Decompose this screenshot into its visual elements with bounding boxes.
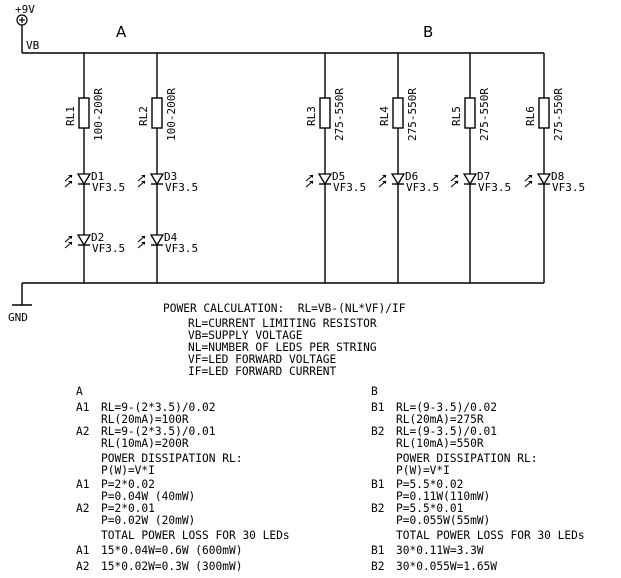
group-a-label: A: [116, 23, 127, 41]
calc-tag: A1: [76, 544, 89, 557]
resistor-ref: RL4: [378, 106, 391, 126]
led-vf: VF3.5: [92, 181, 125, 194]
led-ref: D3: [164, 170, 177, 183]
calc-line: P=0.055W(55mW): [396, 514, 490, 527]
resistor-rl1: [78, 97, 90, 129]
calc-line: RL=9-(2*3.5)/0.02: [101, 401, 216, 414]
led-ref: D1: [91, 170, 104, 183]
led-vf: VF3.5: [92, 242, 125, 255]
calc-line: RL=9-(2*3.5)/0.01: [101, 425, 216, 438]
resistor-rl5: [464, 97, 476, 129]
definition-line: NL=NUMBER OF LEDS PER STRING: [188, 341, 377, 354]
resistor-ref: RL6: [524, 106, 537, 126]
led-ref: D7: [477, 170, 490, 183]
calc-line: P=2*0.01: [101, 502, 155, 515]
calc-line: P(W)=V*I: [101, 464, 155, 477]
resistor-value: 275-550R: [478, 88, 491, 141]
calc-line: P=0.11W(110mW): [396, 490, 490, 503]
calc-line: RL=(9-3.5)/0.01: [396, 425, 497, 438]
rail-label: VB: [26, 39, 40, 52]
resistor-ref: RL5: [450, 106, 463, 126]
calc-tag: A2: [76, 560, 89, 573]
led-vf: VF3.5: [406, 181, 439, 194]
calc-line: 30*0.055W=1.65W: [396, 560, 497, 573]
resistor-value: 275-550R: [406, 88, 419, 141]
calc-line: RL(20mA)=100R: [101, 413, 189, 426]
calc-line: RL(10mA)=200R: [101, 437, 189, 450]
resistor-ref: RL1: [64, 106, 77, 126]
definition-line: VF=LED FORWARD VOLTAGE: [188, 353, 336, 366]
calc-line: TOTAL POWER LOSS FOR 30 LEDs: [101, 529, 290, 542]
definition-line: VB=SUPPLY VOLTAGE: [188, 329, 303, 342]
resistor-ref: RL2: [137, 106, 150, 126]
calc-tag: B2: [371, 502, 384, 515]
ground-label: GND: [8, 311, 28, 324]
formula: POWER CALCULATION: RL=VB-(NL*VF)/IF: [163, 302, 406, 315]
led-vf: VF3.5: [552, 181, 585, 194]
calc-line: 15*0.02W=0.3W (300mW): [101, 560, 242, 573]
led-ref: D8: [551, 170, 564, 183]
led-vf: VF3.5: [165, 242, 198, 255]
led-ref: D2: [91, 231, 104, 244]
calc-line: P=5.5*0.01: [396, 502, 463, 515]
calc-tag: A1: [76, 401, 89, 414]
calc-line: POWER DISSIPATION RL:: [101, 452, 242, 465]
calc-line: 30*0.11W=3.3W: [396, 544, 484, 557]
calc-tag: B2: [371, 560, 384, 573]
calc-tag: A2: [76, 502, 89, 515]
resistor-rl6: [538, 97, 550, 129]
definition-line: RL=CURRENT LIMITING RESISTOR: [188, 317, 377, 330]
resistor-ref: RL3: [305, 106, 318, 126]
group-b-label: B: [423, 23, 433, 41]
calc-tag: A2: [76, 425, 89, 438]
resistor-rl4: [392, 97, 404, 129]
calc-line: RL=(9-3.5)/0.02: [396, 401, 497, 414]
calc-line: P(W)=V*I: [396, 464, 450, 477]
calc-line: P=0.02W (20mW): [101, 514, 195, 527]
supply-label: +9V: [15, 3, 35, 16]
resistor-value: 100-200R: [92, 88, 105, 141]
calc-line: POWER DISSIPATION RL:: [396, 452, 537, 465]
calc-line: RL(20mA)=275R: [396, 413, 484, 426]
resistor-rl2: [151, 97, 163, 129]
calc-tag: B1: [371, 401, 384, 414]
calc-line: TOTAL POWER LOSS FOR 30 LEDs: [396, 529, 585, 542]
calc-line: RL(10mA)=550R: [396, 437, 484, 450]
led-vf: VF3.5: [478, 181, 511, 194]
calc-heading: A: [76, 385, 83, 398]
resistor-value: 100-200R: [165, 88, 178, 141]
definition-line: IF=LED FORWARD CURRENT: [188, 365, 336, 378]
supply-terminal: [16, 14, 28, 26]
calc-tag: A1: [76, 478, 89, 491]
calc-tag: B1: [371, 544, 384, 557]
calc-line: P=0.04W (40mW): [101, 490, 195, 503]
led-vf: VF3.5: [333, 181, 366, 194]
resistor-rl3: [319, 97, 331, 129]
led-ref: D6: [405, 170, 418, 183]
calc-tag: B1: [371, 478, 384, 491]
led-group: D1VF3.5D3VF3.5D5VF3.5D6VF3.5D7VF3.5D8VF3…: [64, 170, 585, 255]
resistor-value: 275-550R: [552, 88, 565, 141]
calc-line: P=2*0.02: [101, 478, 155, 491]
calc-line: P=5.5*0.02: [396, 478, 463, 491]
led-ref: D4: [164, 231, 178, 244]
led-ref: D5: [332, 170, 345, 183]
led-vf: VF3.5: [165, 181, 198, 194]
calc-tag: B2: [371, 425, 384, 438]
calc-line: 15*0.04W=0.6W (600mW): [101, 544, 242, 557]
calc-heading: B: [371, 385, 378, 398]
resistor-value: 275-550R: [333, 88, 346, 141]
